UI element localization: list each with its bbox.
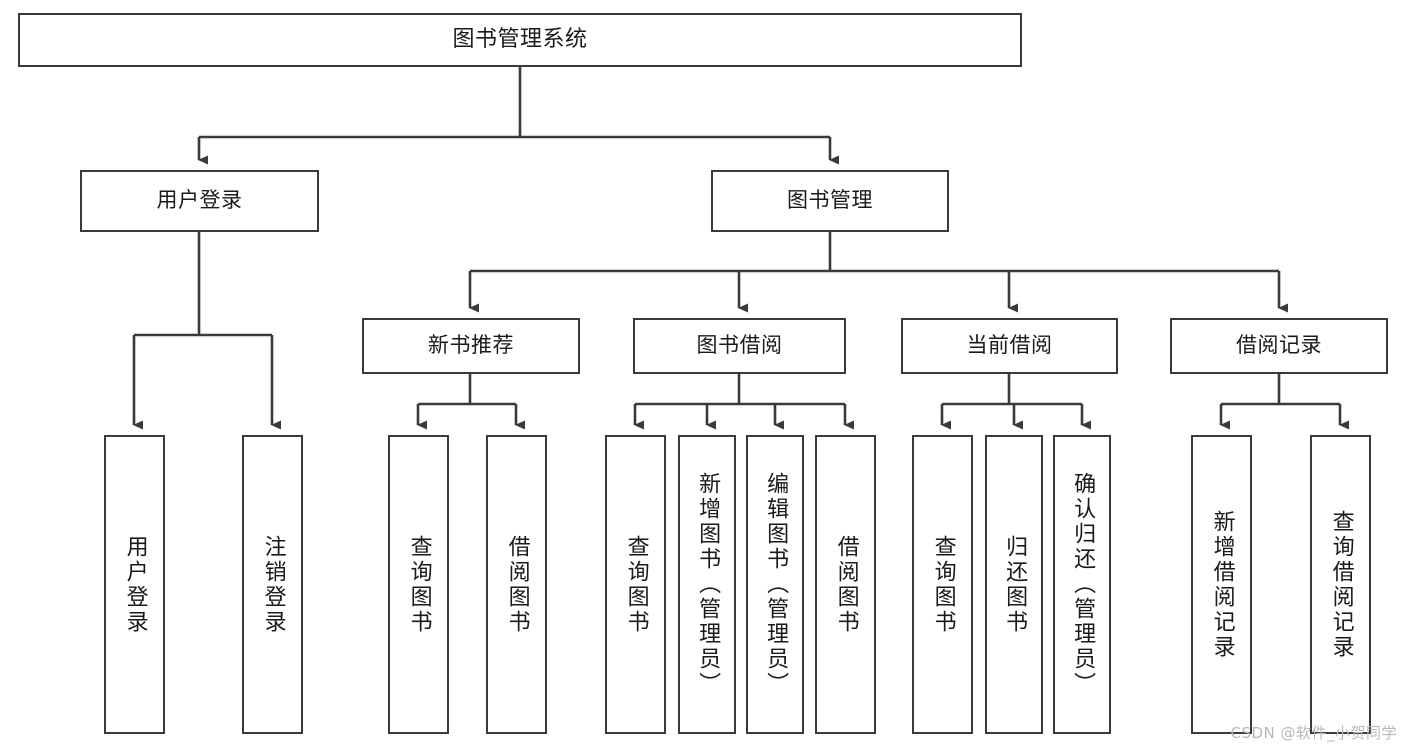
node-book-manage-label: 图书管理 [787, 188, 873, 213]
node-leaf-user-logout[interactable]: 注销登录 [242, 435, 303, 734]
node-leaf-confirm-return-label: 确认归还（管理员） [1070, 472, 1096, 697]
node-leaf-add-record-label: 新增借阅记录 [1209, 509, 1235, 660]
node-leaf-return-book[interactable]: 归还图书 [985, 435, 1043, 734]
node-leaf-borrow-book-bor-label: 借阅图书 [833, 534, 859, 635]
node-leaf-add-book[interactable]: 新增图书（管理员） [678, 435, 736, 734]
csdn-watermark: CSDN @软件_小贺同学 [1230, 724, 1397, 742]
node-leaf-query-record-label: 查询借阅记录 [1328, 509, 1354, 660]
node-leaf-query-book-rec[interactable]: 查询图书 [388, 435, 449, 734]
node-leaf-user-login-label: 用户登录 [122, 534, 148, 635]
node-book-borrow[interactable]: 图书借阅 [633, 318, 846, 374]
node-root-label: 图书管理系统 [452, 26, 588, 52]
node-leaf-add-book-label: 新增图书（管理员） [695, 472, 721, 697]
node-leaf-borrow-book-rec[interactable]: 借阅图书 [486, 435, 547, 734]
node-leaf-query-book-rec-label: 查询图书 [406, 534, 432, 635]
node-leaf-query-record[interactable]: 查询借阅记录 [1310, 435, 1371, 734]
node-book-borrow-label: 图书借阅 [696, 333, 783, 358]
node-leaf-user-login[interactable]: 用户登录 [104, 435, 165, 734]
node-borrow-record[interactable]: 借阅记录 [1170, 318, 1388, 374]
node-leaf-user-logout-label: 注销登录 [260, 534, 286, 635]
node-leaf-edit-book-label: 编辑图书（管理员） [763, 472, 789, 697]
node-leaf-edit-book[interactable]: 编辑图书（管理员） [746, 435, 804, 734]
node-leaf-query-book-bor-label: 查询图书 [623, 534, 649, 635]
node-new-book-rec[interactable]: 新书推荐 [362, 318, 580, 374]
node-leaf-query-book-bor[interactable]: 查询图书 [605, 435, 666, 734]
node-current-borrow-label: 当前借阅 [966, 333, 1053, 358]
node-borrow-record-label: 借阅记录 [1236, 333, 1322, 358]
node-leaf-add-record[interactable]: 新增借阅记录 [1191, 435, 1252, 734]
node-new-book-rec-label: 新书推荐 [428, 333, 514, 358]
node-leaf-query-book-cur[interactable]: 查询图书 [912, 435, 973, 734]
node-leaf-query-book-cur-label: 查询图书 [930, 534, 956, 635]
node-root[interactable]: 图书管理系统 [18, 13, 1022, 67]
node-current-borrow[interactable]: 当前借阅 [901, 318, 1118, 374]
node-leaf-return-book-label: 归还图书 [1002, 534, 1028, 635]
node-leaf-borrow-book-rec-label: 借阅图书 [504, 534, 530, 635]
node-user-login-label: 用户登录 [156, 188, 243, 213]
node-book-manage[interactable]: 图书管理 [711, 170, 949, 232]
node-user-login[interactable]: 用户登录 [80, 170, 319, 232]
node-leaf-borrow-book-bor[interactable]: 借阅图书 [815, 435, 876, 734]
node-leaf-confirm-return[interactable]: 确认归还（管理员） [1053, 435, 1111, 734]
